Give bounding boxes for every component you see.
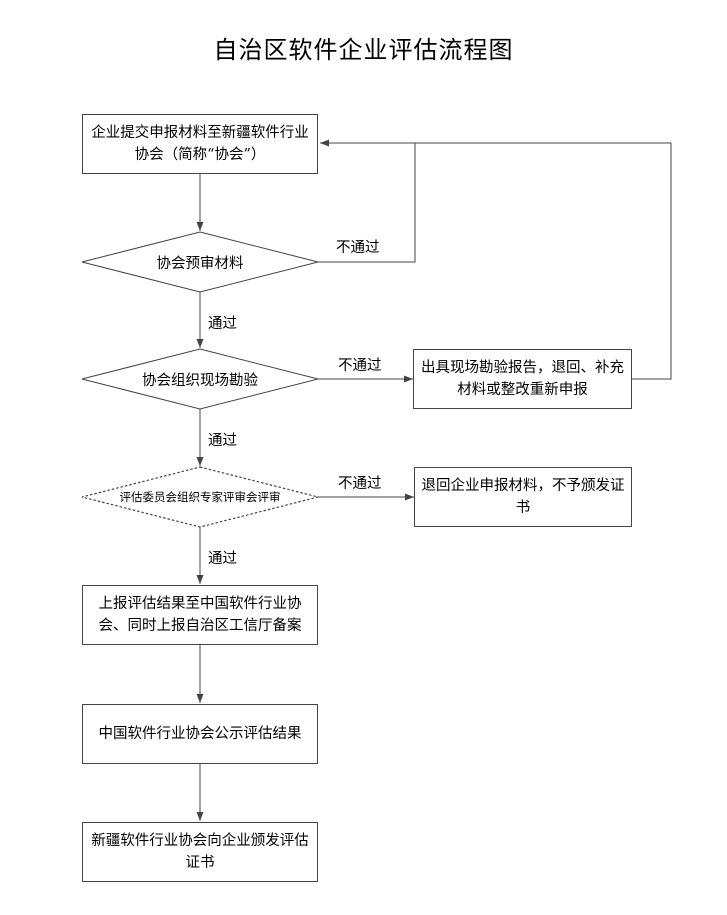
edge-label-pass-3: 通过: [208, 551, 237, 567]
edge-label-fail-2: 不通过: [338, 358, 382, 374]
node-return-materials: 退回企业申报材料，不予颁发证书: [414, 467, 632, 527]
node-issue-certificate: 新疆软件行业协会向企业颁发评估证书: [82, 822, 318, 882]
node-site-survey: 协会组织现场勘验: [142, 372, 258, 389]
edge-label-pass-1: 通过: [208, 316, 237, 332]
node-expert-review: 评估委员会组织专家评审会评审: [119, 490, 281, 504]
arrow-report-resubmit-loop: [415, 142, 672, 380]
arrow-prereview-fail-loop: [318, 139, 416, 263]
node-publish-results: 中国软件行业协会公示评估结果: [82, 704, 318, 764]
edge-label-pass-2: 通过: [208, 433, 237, 449]
edge-label-fail-1: 不通过: [336, 240, 380, 256]
node-submit: 企业提交申报材料至新疆软件行业协会（简称“协会”）: [82, 114, 318, 174]
node-survey-report: 出具现场勘验报告，退回、补充材料或整改重新申报: [413, 349, 632, 409]
node-pre-review: 协会预审材料: [156, 255, 244, 272]
node-report-results: 上报评估结果至中国软件行业协会、同时上报自治区工信厅备案: [82, 585, 318, 645]
edge-label-fail-3: 不通过: [338, 476, 382, 492]
page-title: 自治区软件企业评估流程图: [213, 36, 514, 64]
